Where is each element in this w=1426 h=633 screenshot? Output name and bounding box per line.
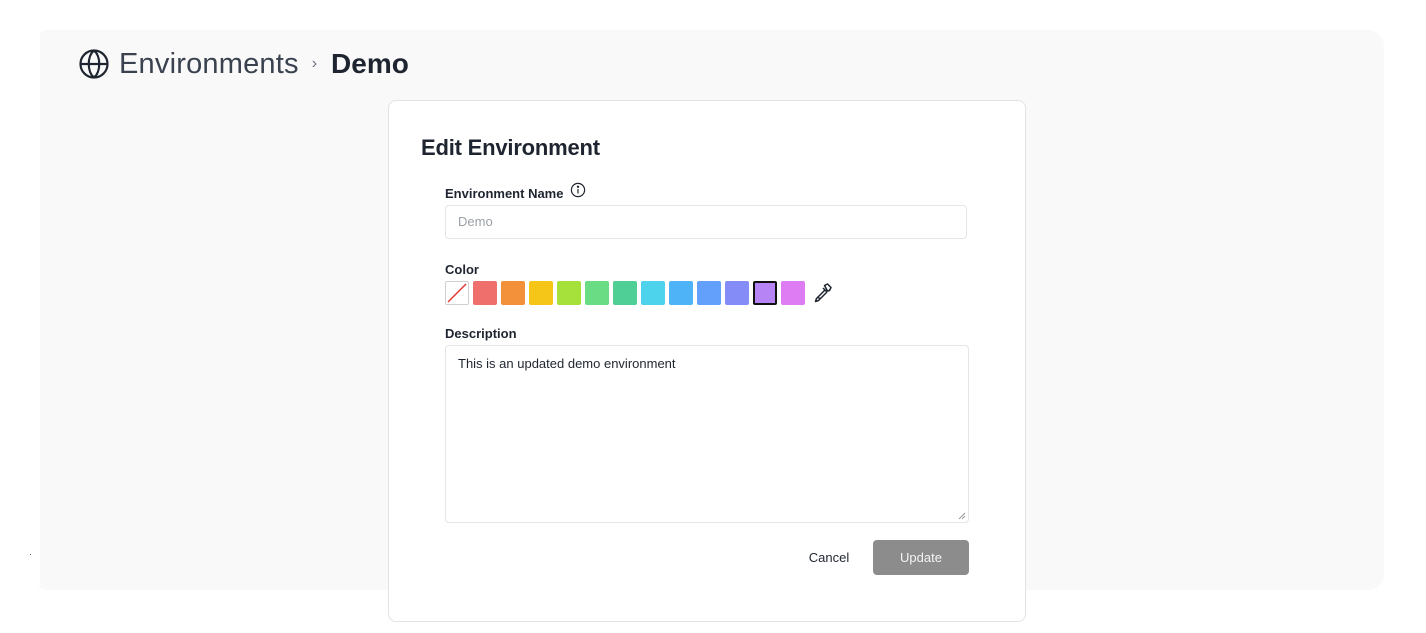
color-swatch-indigo[interactable] <box>725 281 749 305</box>
color-swatch-red[interactable] <box>473 281 497 305</box>
color-swatch-purple-selected[interactable] <box>753 281 777 305</box>
color-swatch-row <box>445 281 834 305</box>
description-label: Description <box>445 326 517 341</box>
color-swatch-emerald[interactable] <box>613 281 637 305</box>
breadcrumb-environments-link[interactable]: Environments <box>119 47 299 80</box>
eyedropper-icon[interactable] <box>810 281 834 305</box>
environment-name-label: Environment Name <box>445 186 564 201</box>
breadcrumb: Environments › Demo <box>78 46 409 82</box>
form-title: Edit Environment <box>421 135 600 160</box>
info-icon[interactable] <box>570 182 586 198</box>
cancel-button[interactable]: Cancel <box>808 549 850 565</box>
globe-icon <box>78 48 110 80</box>
panel-edge <box>32 30 40 586</box>
breadcrumb-current: Demo <box>331 48 409 79</box>
resize-handle-icon[interactable] <box>958 512 966 520</box>
environment-name-input[interactable]: Demo <box>445 205 967 239</box>
color-swatch-none[interactable] <box>445 281 469 305</box>
stray-dot <box>30 554 31 555</box>
color-swatch-lime[interactable] <box>557 281 581 305</box>
edit-environment-card: Edit Environment Environment Name Demo C… <box>388 100 1026 622</box>
color-swatch-orange[interactable] <box>501 281 525 305</box>
update-button[interactable]: Update <box>873 540 969 575</box>
color-swatch-yellow[interactable] <box>529 281 553 305</box>
color-swatch-blue[interactable] <box>697 281 721 305</box>
color-label: Color <box>445 262 479 277</box>
color-swatch-cyan[interactable] <box>641 281 665 305</box>
breadcrumb-separator: › <box>311 55 318 72</box>
color-swatch-sky[interactable] <box>669 281 693 305</box>
description-textarea[interactable]: This is an updated demo environment <box>445 345 969 523</box>
color-swatch-green[interactable] <box>585 281 609 305</box>
color-swatch-fuchsia[interactable] <box>781 281 805 305</box>
description-text: This is an updated demo environment <box>458 356 676 371</box>
